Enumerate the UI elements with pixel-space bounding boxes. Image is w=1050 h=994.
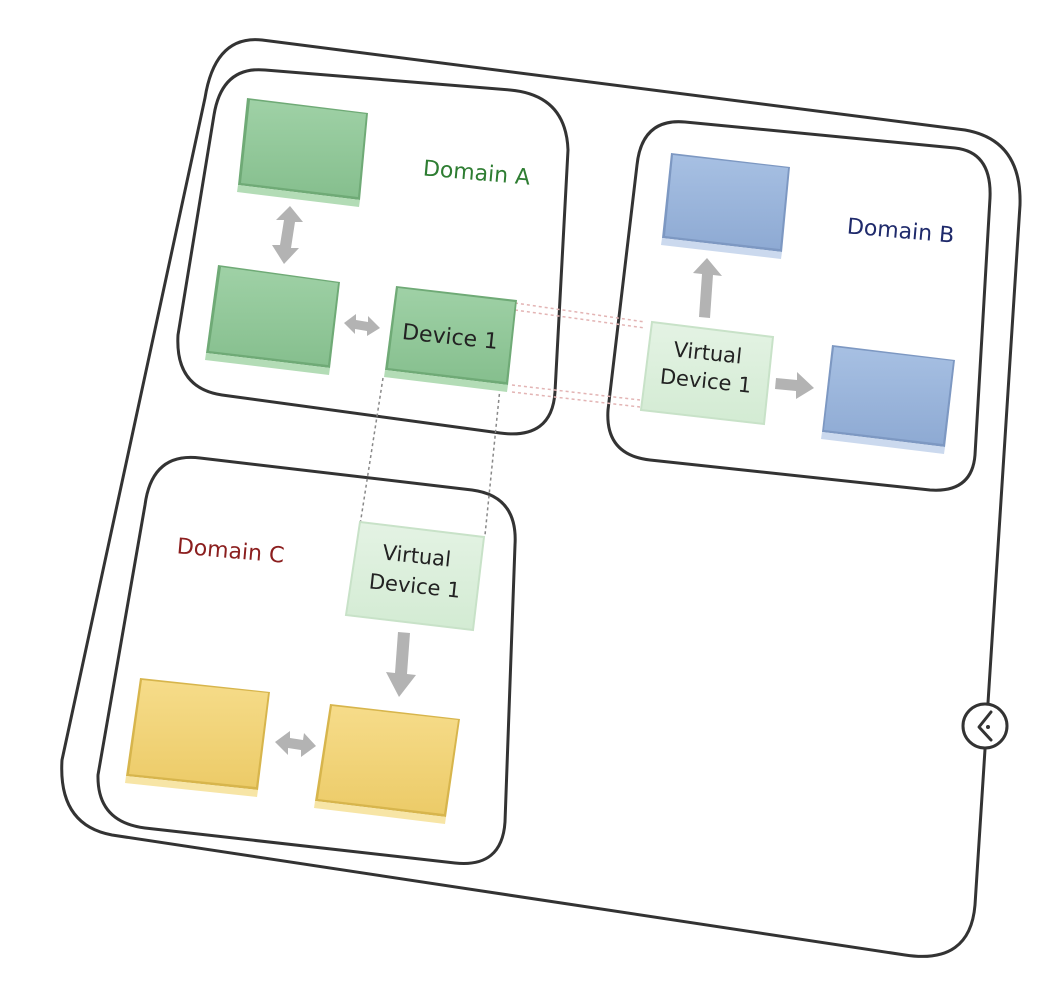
domain-c-label: Domain C	[176, 534, 286, 568]
arrow-a-horizontal	[344, 314, 380, 336]
domain-a-block-left	[205, 265, 340, 375]
domain-b-region	[606, 120, 992, 492]
virtual-device-b-block: Virtual Device 1	[639, 320, 775, 426]
domain-b-block-right	[821, 345, 955, 454]
clock-icon	[961, 702, 1009, 750]
device-1-block: Device 1	[384, 286, 517, 392]
virtual-device-c-block: Virtual Device 1	[344, 520, 486, 632]
domain-a-region	[176, 68, 570, 436]
domain-b-block-top	[661, 153, 790, 259]
domain-a-label: Domain A	[422, 156, 531, 190]
arrow-b-up	[693, 258, 722, 318]
outer-boundary	[60, 38, 1022, 958]
domain-c-block-right	[314, 704, 460, 824]
arrow-a-vertical	[272, 206, 303, 264]
domain-c-block-left	[125, 678, 270, 797]
arrow-c-down	[386, 632, 416, 697]
domain-c-region	[96, 455, 517, 865]
virtual-link-a-to-b	[511, 302, 646, 408]
arrow-b-right	[775, 372, 814, 399]
virtual-link-a-to-c	[359, 377, 501, 536]
domain-a-block-top	[237, 98, 368, 207]
domain-b-label: Domain B	[846, 214, 955, 248]
arrow-c-horizontal	[275, 731, 316, 757]
